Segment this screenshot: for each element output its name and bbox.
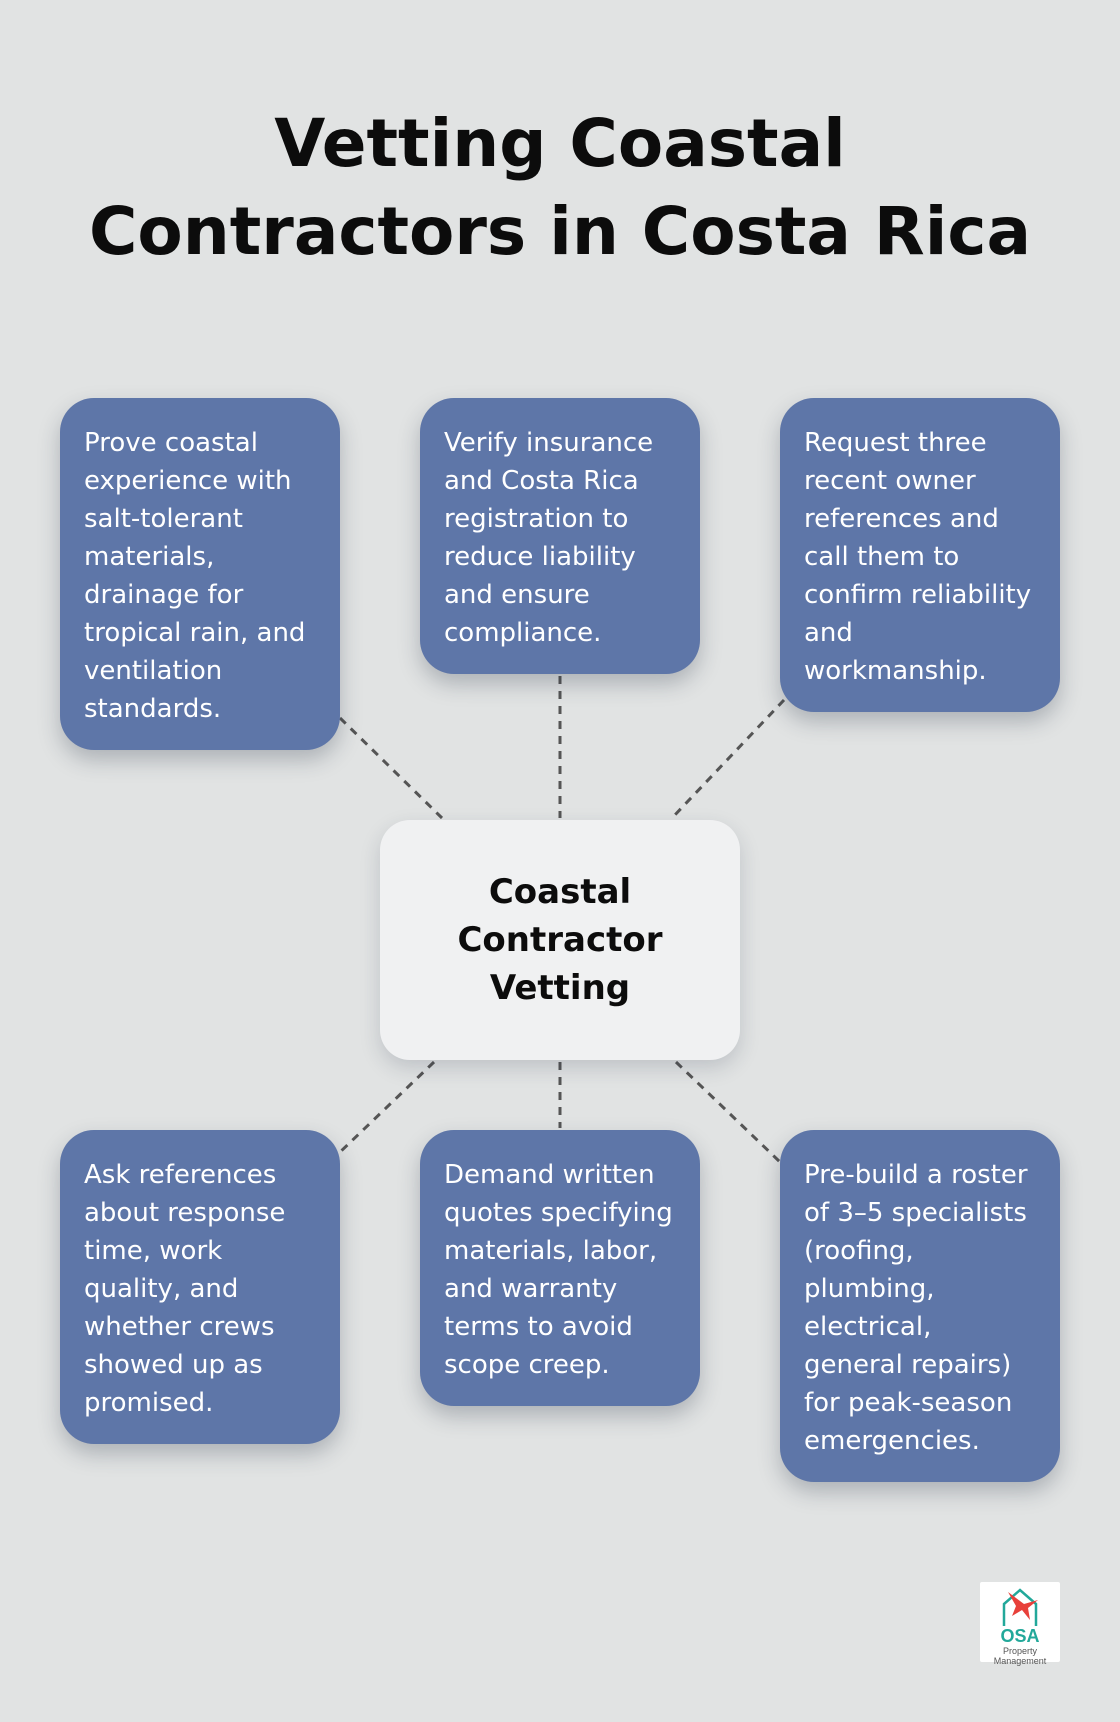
connector-top-left — [338, 716, 444, 820]
card-text: Verify insurance and Costa Rica registra… — [444, 428, 654, 648]
card-coastal-experience: Prove coastal experience with salt-toler… — [60, 398, 340, 750]
card-written-quotes: Demand written quotes specifying materia… — [420, 1130, 700, 1406]
card-text: Prove coastal experience with salt-toler… — [84, 428, 306, 724]
card-insurance-registration: Verify insurance and Costa Rica registra… — [420, 398, 700, 674]
card-owner-references: Request three recent owner references an… — [780, 398, 1060, 712]
card-text: Demand written quotes specifying materia… — [444, 1160, 673, 1380]
center-node: Coastal Contractor Vetting — [380, 820, 740, 1060]
company-logo: OSA Property Management — [980, 1582, 1060, 1666]
logo-name: OSA — [1000, 1626, 1040, 1646]
card-specialist-roster: Pre-build a roster of 3–5 specialists (r… — [780, 1130, 1060, 1482]
page-title: Vetting Coastal Contractors in Costa Ric… — [88, 105, 1032, 270]
connector-bottom-right — [674, 1060, 782, 1164]
bird-house-icon — [1002, 1588, 1038, 1626]
connector-bottom-left — [336, 1060, 436, 1156]
card-text: Pre-build a roster of 3–5 specialists (r… — [804, 1160, 1028, 1456]
center-label: Coastal Contractor Vetting — [457, 872, 663, 1008]
logo-subtitle: Property Management — [993, 1646, 1047, 1666]
card-reference-questions: Ask references about response time, work… — [60, 1130, 340, 1444]
connector-top-right — [670, 698, 786, 820]
card-text: Request three recent owner references an… — [804, 428, 1032, 686]
card-text: Ask references about response time, work… — [84, 1160, 286, 1418]
